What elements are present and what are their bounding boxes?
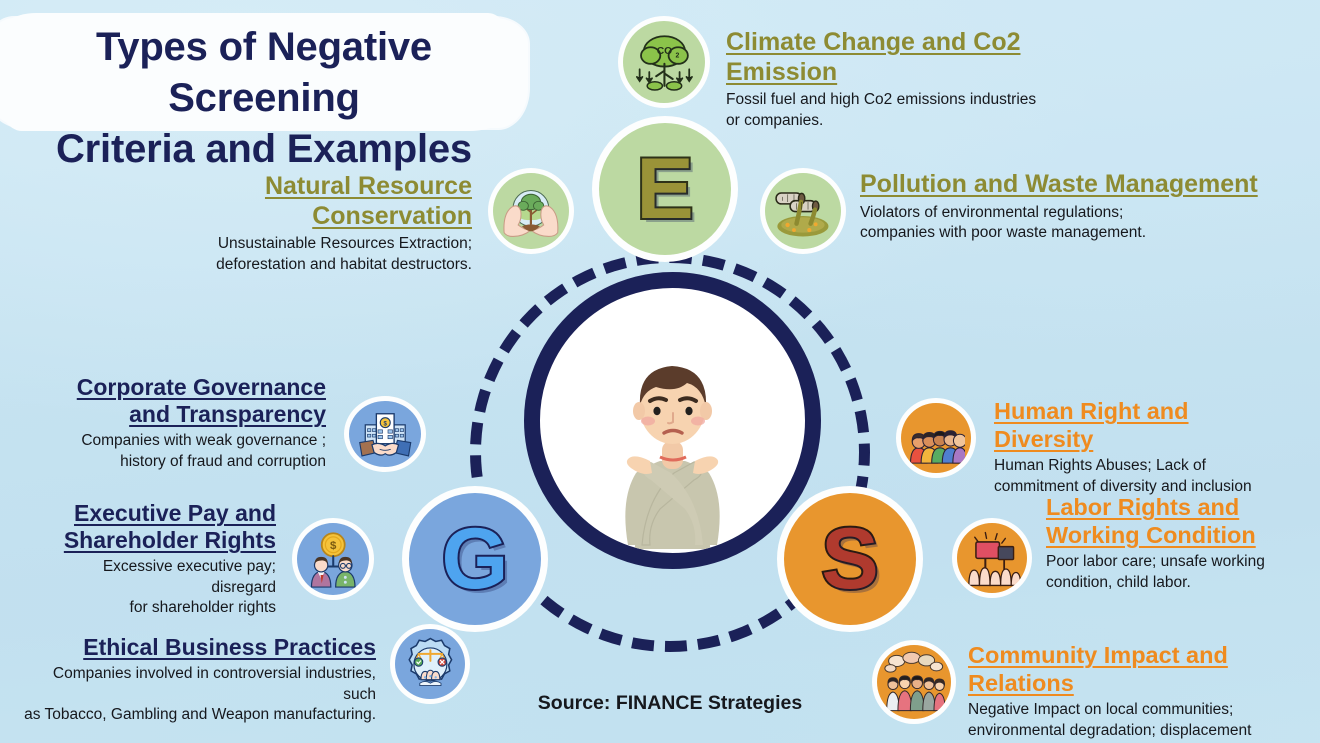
desc-line: Poor labor care; unsafe working: [1046, 553, 1265, 571]
item-natural-description: Unsustainable Resources Extraction; defo…: [120, 234, 472, 275]
item-community-description: Negative Impact on local communities; en…: [968, 700, 1304, 741]
title-plate: [0, 13, 528, 131]
letter-circle-governance[interactable]: G: [402, 486, 548, 632]
gear-balance-scale-icon[interactable]: [390, 624, 470, 704]
item-community-impact: Community Impact and Relations Negative …: [968, 642, 1304, 742]
desc-line: Violators of environmental regulations;: [860, 203, 1124, 221]
svg-text:2: 2: [675, 52, 679, 59]
pipes-waste-spill-glyph: [775, 192, 829, 237]
item-governance-description: Companies with weak governance ; history…: [60, 431, 326, 472]
desc-line: Fossil fuel and high Co2 emissions indus…: [726, 91, 1037, 108]
item-exec-heading: Executive Pay and Shareholder Rights: [34, 500, 276, 554]
tree-co2-emission-glyph: CO 2: [635, 34, 693, 91]
svg-text:CO: CO: [656, 46, 672, 57]
person-crossing-arms-icon: [625, 366, 720, 549]
item-governance-heading: Corporate Governance and Transparency: [60, 374, 326, 428]
letter-g-glyph: G: [440, 511, 511, 607]
desc-line: Human Rights Abuses; Lack of: [994, 457, 1206, 475]
desc-line: Excessive executive pay; disregard: [102, 558, 276, 596]
page-title-line-1: Types of Negative Screening: [96, 25, 432, 121]
item-pollution-description: Violators of environmental regulations; …: [860, 203, 1260, 244]
heading-line: Shareholder Rights: [63, 527, 276, 554]
item-climate-change: Climate Change and Co2 Emission Fossil f…: [726, 28, 1126, 131]
hands-holding-tree-glyph: [503, 190, 559, 238]
letter-disc-g: G: [409, 493, 541, 625]
community-group-speech-glyph: [884, 651, 946, 712]
desc-line: as Tobacco, Gambling and Weapon manufact…: [24, 706, 376, 724]
handshake-building-icon[interactable]: $: [344, 396, 426, 472]
diverse-people-glyph: [909, 429, 966, 464]
letter-circle-environment[interactable]: E: [592, 116, 738, 262]
desc-line: Companies with weak governance ;: [81, 432, 326, 450]
community-group-speech-icon[interactable]: [872, 640, 956, 724]
letter-disc-e: E: [599, 123, 731, 255]
heading-line: Corporate Governance: [76, 374, 326, 400]
hands-holding-tree-icon[interactable]: [488, 168, 574, 254]
coin-shareholders-icon[interactable]: $: [292, 518, 374, 600]
heading-line: Executive Pay and: [74, 500, 276, 526]
item-climate-heading: Climate Change and Co2 Emission: [726, 28, 1021, 86]
item-labor-heading: Labor Rights and Working Condition: [1046, 494, 1294, 549]
letter-s-glyph: S: [819, 511, 880, 607]
heading-line: and Transparency: [129, 401, 326, 428]
desc-line: Unsustainable Resources Extraction;: [217, 235, 472, 252]
item-executive-pay: Executive Pay and Shareholder Rights Exc…: [34, 500, 276, 619]
heading-line: Working Condition: [1046, 521, 1256, 548]
item-pollution-waste: Pollution and Waste Management Violators…: [860, 170, 1260, 244]
pipes-waste-spill-icon[interactable]: [760, 168, 846, 254]
page-title: Types of Negative Screening Criteria and…: [0, 22, 528, 176]
item-natural-heading: Natural Resource Conservation: [264, 172, 472, 230]
item-ethical-heading: Ethical Business Practices: [83, 634, 376, 660]
item-exec-description: Excessive executive pay; disregard for s…: [34, 557, 276, 619]
item-human-heading: Human Right and Diversity: [994, 398, 1189, 452]
svg-text:$: $: [383, 421, 387, 428]
desc-line: Companies involved in controversial indu…: [52, 665, 376, 703]
protest-sign-hands-glyph: [967, 531, 1021, 586]
letter-disc-s: S: [784, 493, 916, 625]
desc-line: for shareholder rights: [129, 599, 276, 617]
tree-co2-emission-icon[interactable]: CO 2: [618, 16, 710, 108]
letter-circle-social[interactable]: S: [777, 486, 923, 632]
letter-e-glyph: E: [634, 141, 695, 237]
item-ethical-description: Companies involved in controversial indu…: [18, 664, 376, 726]
desc-line: companies with poor waste management.: [860, 224, 1147, 242]
svg-text:$: $: [330, 540, 337, 552]
heading-line: Labor Rights and: [1046, 494, 1240, 520]
desc-line: environmental degradation; displacement: [968, 722, 1252, 740]
item-human-rights: Human Right and Diversity Human Rights A…: [994, 398, 1294, 498]
desc-line: commitment of diversity and inclusion: [994, 478, 1252, 496]
desc-line: deforestation and habitat destructors.: [216, 255, 472, 273]
item-pollution-heading: Pollution and Waste Management: [860, 170, 1258, 198]
desc-line: Negative Impact on local communities;: [968, 701, 1234, 719]
item-ethical-business: Ethical Business Practices Companies inv…: [18, 634, 376, 726]
item-human-description: Human Rights Abuses; Lack of commitment …: [994, 456, 1294, 497]
desc-line: or companies.: [726, 111, 824, 129]
item-labor-description: Poor labor care; unsafe working conditio…: [1046, 552, 1294, 593]
handshake-building-glyph: $: [358, 413, 412, 457]
diverse-people-icon[interactable]: [896, 398, 976, 478]
item-corporate-governance: Corporate Governance and Transparency Co…: [60, 374, 326, 472]
protest-sign-hands-icon[interactable]: [952, 518, 1032, 598]
page-title-line-2: Criteria and Examples: [56, 127, 472, 172]
source-attribution: Source: FINANCE Strategies: [537, 692, 803, 714]
desc-line: history of fraud and corruption: [120, 452, 326, 470]
gear-balance-scale-glyph: [407, 637, 453, 686]
item-community-heading: Community Impact and Relations: [968, 642, 1228, 696]
item-labor-rights: Labor Rights and Working Condition Poor …: [1046, 494, 1294, 594]
center-hub-circle: [524, 272, 821, 569]
coin-shareholders-glyph: $: [310, 532, 356, 588]
item-natural-resource: Natural Resource Conservation Unsustaina…: [120, 172, 472, 275]
desc-line: condition, child labor.: [1046, 574, 1191, 592]
item-climate-description: Fossil fuel and high Co2 emissions indus…: [726, 90, 1126, 131]
